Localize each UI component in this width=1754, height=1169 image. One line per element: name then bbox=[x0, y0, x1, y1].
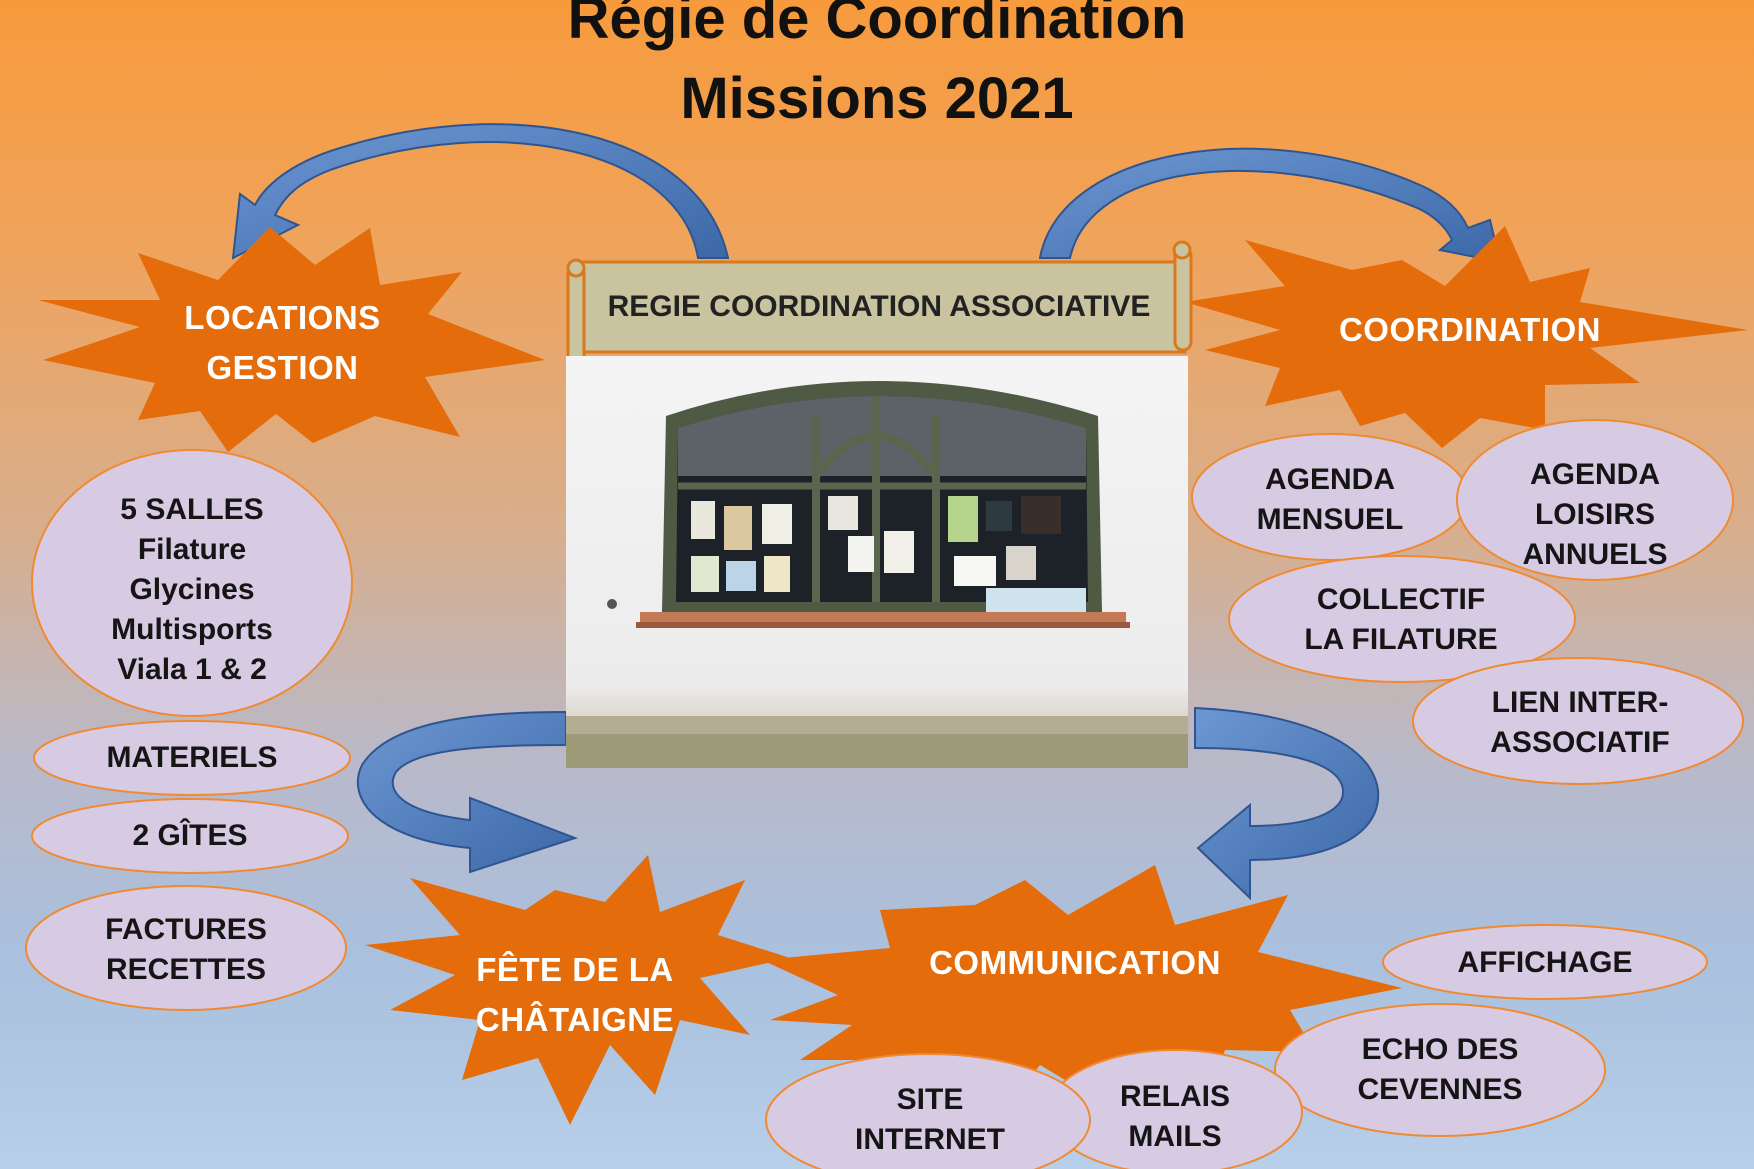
page-subtitle: Missions 2021 bbox=[680, 66, 1074, 131]
locations-item-salles: 5 SALLES Filature Glycines Multisports V… bbox=[111, 493, 273, 686]
scroll-banner bbox=[566, 240, 1193, 367]
ellipse-site bbox=[765, 1053, 1091, 1169]
notice-board-photo bbox=[566, 356, 1188, 768]
ellipse-collectif bbox=[1228, 555, 1576, 683]
star-communication-label: COMMUNICATION bbox=[929, 944, 1221, 981]
arrow-to-communication bbox=[1194, 706, 1380, 901]
communication-item-relais: RELAIS MAILS bbox=[1119, 1080, 1230, 1153]
coordination-item-agenda-mensuel: AGENDA MENSUEL bbox=[1256, 463, 1404, 536]
scroll-banner-label: REGIE COORDINATION ASSOCIATIVE bbox=[607, 290, 1151, 323]
ellipse-factures bbox=[25, 885, 347, 1011]
coordination-item-lien: LIEN INTER- ASSOCIATIF bbox=[1490, 686, 1670, 759]
locations-item-factures: FACTURES RECETTES bbox=[105, 913, 267, 986]
coordination-item-agenda-loisirs: AGENDA LOISIRS ANNUELS bbox=[1522, 458, 1668, 571]
arrow-to-fete bbox=[356, 710, 579, 874]
coordination-item-collectif: COLLECTIF LA FILATURE bbox=[1304, 583, 1498, 656]
ellipse-gites bbox=[31, 798, 349, 874]
page-title: Régie de Coordination bbox=[567, 0, 1187, 51]
star-fete-label: FÊTE DE LA CHÂTAIGNE bbox=[475, 951, 675, 1038]
star-fete bbox=[365, 855, 790, 1125]
communication-item-echo: ECHO DES CEVENNES bbox=[1357, 1033, 1523, 1106]
ellipse-salles bbox=[31, 449, 353, 717]
star-coordination-label: COORDINATION bbox=[1338, 311, 1602, 348]
arrow-to-locations bbox=[231, 123, 730, 260]
locations-item-gites: 2 GÎTES bbox=[132, 819, 248, 852]
ellipse-agenda-loisirs bbox=[1456, 419, 1734, 581]
window-illustration bbox=[566, 381, 1188, 768]
arrow-to-coordination bbox=[1038, 147, 1502, 264]
star-locations bbox=[38, 227, 545, 452]
ellipse-lien bbox=[1412, 657, 1744, 785]
star-locations-label: LOCATIONS GESTION bbox=[184, 299, 381, 386]
communication-item-site: SITE INTERNET bbox=[855, 1083, 1005, 1156]
ellipse-materiels bbox=[33, 720, 351, 796]
ellipse-echo bbox=[1274, 1003, 1606, 1137]
communication-item-affichage: AFFICHAGE bbox=[1457, 946, 1633, 979]
locations-item-materiels: MATERIELS bbox=[106, 741, 278, 774]
star-coordination bbox=[1185, 226, 1748, 448]
ellipse-affichage bbox=[1382, 924, 1708, 1000]
